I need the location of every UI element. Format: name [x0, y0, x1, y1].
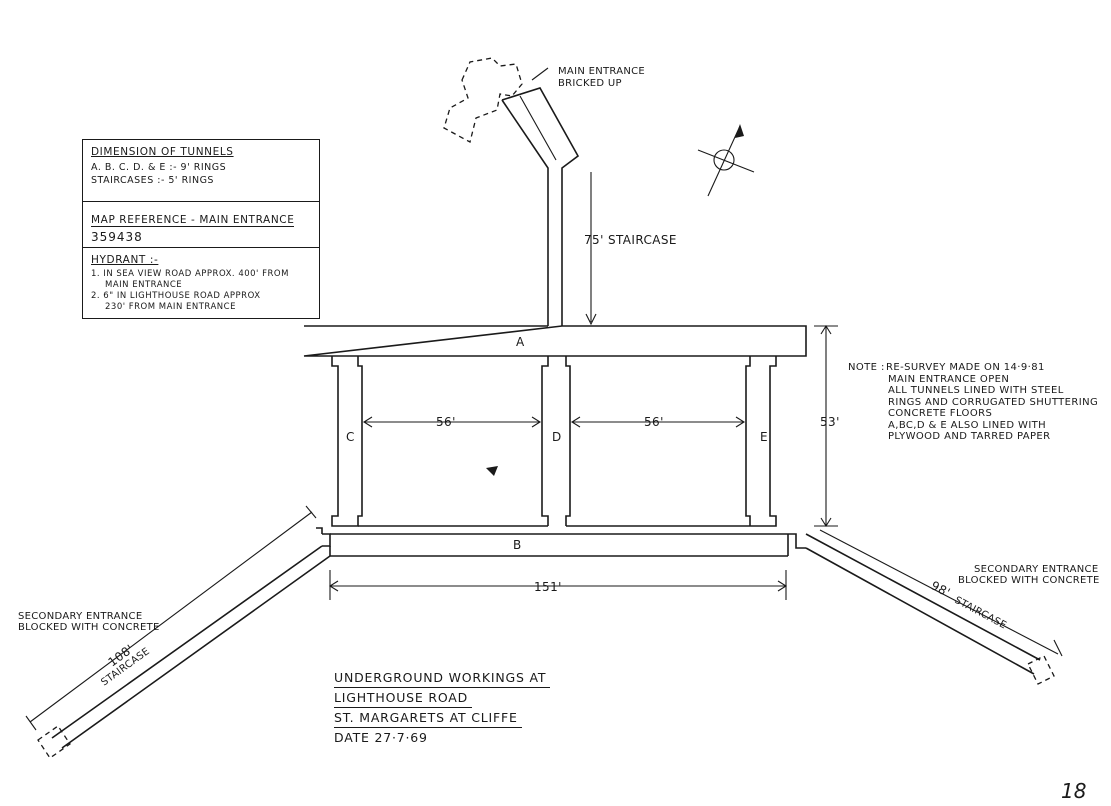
title-date: DATE 27·7·69	[334, 730, 428, 745]
map-ref-heading: MAP REFERENCE - MAIN ENTRANCE	[91, 214, 295, 227]
title-line-3: ST. MARGARETS AT CLIFFE	[334, 708, 522, 728]
note-line: A,BC,D & E ALSO LINED WITH	[888, 419, 1047, 431]
note-line: RINGS AND CORRUGATED SHUTTERING	[888, 396, 1099, 408]
tunnel-d	[358, 356, 750, 527]
tunnel-b	[316, 527, 806, 557]
note-line: MAIN ENTRANCE OPEN	[888, 373, 1010, 385]
ink-mark	[486, 466, 498, 476]
hydrant-item: MAIN ENTRANCE	[105, 280, 183, 290]
title-line-1: UNDERGROUND WORKINGS AT	[334, 668, 551, 688]
dim-width-label: 151'	[534, 580, 562, 594]
secondary-right-label-2: BLOCKED WITH CONCRETE	[958, 575, 1100, 586]
note-first-line: RE-SURVEY MADE ON 14·9·81	[886, 362, 1045, 373]
resurvey-note: NOTE : RE-SURVEY MADE ON 14·9·81 MAIN EN…	[848, 362, 1103, 443]
title-block: UNDERGROUND WORKINGS AT LIGHTHOUSE ROAD …	[334, 668, 564, 747]
dim-arrow-cd	[362, 416, 542, 428]
tunnel-e	[745, 356, 777, 527]
dimension-row: STAIRCASES :- 5' RINGS	[91, 175, 214, 186]
secondary-left-label-2: BLOCKED WITH CONCRETE	[18, 622, 160, 633]
north-arrow-icon	[697, 124, 755, 197]
main-staircase	[501, 87, 580, 326]
note-label: NOTE :	[848, 362, 885, 373]
dimension-row: A. B. C. D. & E :- 9' RINGS	[91, 162, 227, 173]
note-line: CONCRETE FLOORS	[888, 408, 993, 419]
dimension-heading: DIMENSION OF TUNNELS	[91, 146, 234, 158]
dim-cd-label: 56'	[436, 415, 456, 429]
info-box: DIMENSION OF TUNNELS A. B. C. D. & E :- …	[82, 139, 320, 319]
dim-arrow-staircase	[585, 172, 597, 326]
hydrant-item: 2. 6" IN LIGHTHOUSE ROAD APPROX	[91, 291, 261, 301]
note-line: ALL TUNNELS LINED WITH STEEL	[888, 385, 1064, 396]
dim-height-label: 53'	[820, 415, 840, 429]
title-line-2: LIGHTHOUSE ROAD	[334, 688, 473, 708]
staircase-main-label: 75' STAIRCASE	[584, 233, 677, 247]
secondary-left-label-1: SECONDARY ENTRANCE	[18, 611, 142, 622]
tunnel-a-label: A	[516, 335, 525, 349]
page-number: 18	[1061, 779, 1087, 803]
hydrant-item: 230' FROM MAIN ENTRANCE	[105, 302, 236, 312]
tunnel-b-label: B	[513, 538, 522, 552]
left-staircase	[25, 505, 331, 759]
dim-de-label: 56'	[644, 415, 664, 429]
tunnel-a	[303, 325, 807, 357]
hydrant-section: HYDRANT :- 1. IN SEA VIEW ROAD APPROX. 4…	[83, 248, 319, 317]
right-staircase	[805, 529, 1063, 685]
hydrant-item: 1. IN SEA VIEW ROAD APPROX. 400' FROM	[91, 269, 289, 279]
secondary-right-label-1: SECONDARY ENTRANCE	[974, 564, 1098, 575]
main-entrance-bricked	[443, 57, 523, 143]
dim-arrow-width	[328, 570, 788, 600]
tunnel-e-label: E	[760, 430, 768, 444]
dim-arrow-height	[814, 324, 838, 528]
main-entrance-label-1: MAIN ENTRANCE	[558, 66, 645, 77]
tunnel-d-label: D	[552, 430, 562, 444]
map-ref-section: MAP REFERENCE - MAIN ENTRANCE 359438	[83, 202, 319, 248]
tunnel-c	[331, 356, 363, 527]
main-entrance-label-2: BRICKED UP	[558, 78, 622, 89]
tunnel-c-label: C	[346, 430, 355, 444]
right-stair-word: STAIRCASE	[953, 595, 1009, 632]
dimension-section: DIMENSION OF TUNNELS A. B. C. D. & E :- …	[83, 140, 319, 202]
note-line: PLYWOOD AND TARRED PAPER	[888, 431, 1051, 442]
entrance-leader	[531, 67, 549, 81]
hydrant-heading: HYDRANT :-	[91, 254, 159, 266]
dim-arrow-de	[570, 416, 746, 428]
map-ref-value: 359438	[91, 230, 143, 244]
